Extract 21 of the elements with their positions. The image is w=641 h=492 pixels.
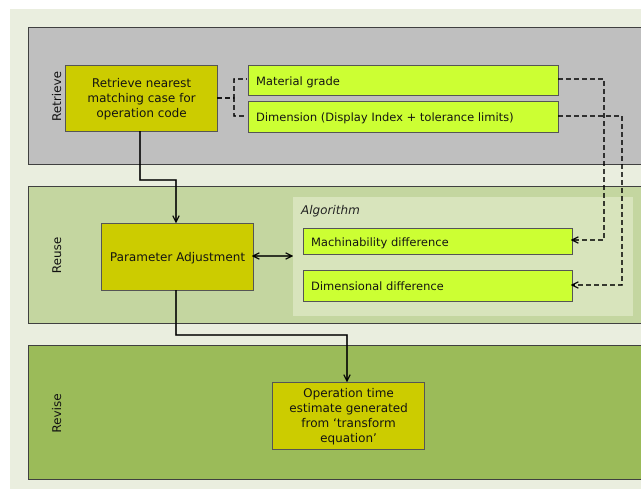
swimlane	[28, 27, 641, 165]
attribute-box: Dimensional difference	[303, 270, 573, 302]
attribute-box: Dimension (Display Index + tolerance limits)	[248, 101, 559, 133]
swimlane	[28, 186, 641, 324]
group-panel	[293, 197, 633, 316]
arrow	[139, 131, 180, 223]
arrow	[558, 115, 623, 289]
process-box: Parameter Adjustment	[101, 223, 254, 291]
connector-line	[217, 97, 247, 117]
process-box: Retrieve nearest matching case for operation code	[65, 65, 218, 132]
arrow	[558, 78, 605, 244]
lane-title: Revise	[50, 392, 64, 434]
swimlane	[28, 345, 641, 480]
arrow	[252, 252, 293, 260]
attribute-box: Machinability difference	[303, 228, 573, 255]
panel-title: Algorithm	[301, 203, 360, 217]
process-box: Operation time estimate generated from ‘transform equation’	[272, 382, 425, 450]
lane-title: Reuse	[50, 236, 64, 276]
lane-title: Retrieve	[50, 70, 64, 124]
arrow	[175, 290, 351, 382]
attribute-box: Material grade	[248, 65, 559, 96]
